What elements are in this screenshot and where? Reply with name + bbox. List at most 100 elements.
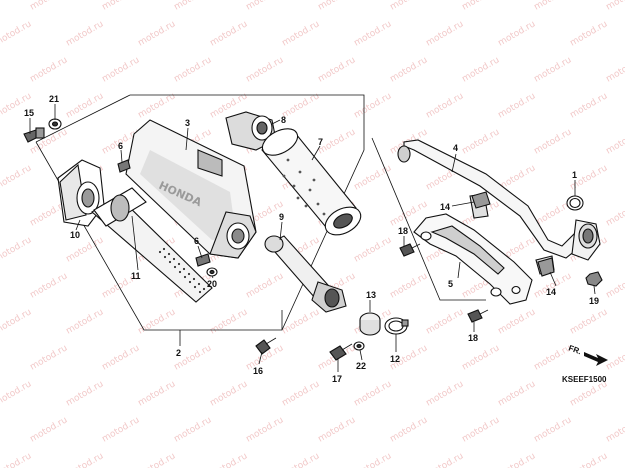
packing-speck <box>282 174 286 178</box>
catalog-code: KSEEF1500 <box>562 375 607 384</box>
watermark-text: motod.ru <box>245 55 286 84</box>
part-18-bolt-lower[interactable] <box>467 309 489 323</box>
part-8-end-cap[interactable] <box>225 111 277 151</box>
watermark-text: motod.ru <box>101 343 142 372</box>
callout-14-lower: 14 <box>546 287 556 297</box>
part-12-clamp-band[interactable] <box>384 317 409 335</box>
watermark-text: motod.ru <box>209 307 250 336</box>
watermark-text: motod.ru <box>353 451 394 468</box>
watermark-text: motod.ru <box>209 451 250 468</box>
muffler-assembly-outline <box>35 94 365 331</box>
watermark-text: motod.ru <box>0 307 33 336</box>
part-7-silencer-packing[interactable] <box>258 123 365 240</box>
perforation-dot <box>193 285 197 289</box>
watermark-text: motod.ru <box>137 379 178 408</box>
watermark-text: motod.ru <box>497 19 538 48</box>
watermark-text: motod.ru <box>461 0 502 13</box>
front-direction-indicator: FR. <box>567 343 608 366</box>
callout-21: 21 <box>49 94 59 104</box>
part-18-bolt-upper[interactable] <box>399 243 421 257</box>
part-10-tail-cap[interactable] <box>57 159 105 227</box>
watermark-text: motod.ru <box>245 415 286 444</box>
part-3-muffler-body[interactable]: HONDA <box>125 119 257 259</box>
watermark-text: motod.ru <box>425 379 466 408</box>
watermark-text: motod.ru <box>605 343 625 372</box>
callout-22: 22 <box>356 361 366 371</box>
callout-18-lower: 18 <box>468 333 478 343</box>
perforation-dot <box>198 290 202 294</box>
watermark-text: motod.ru <box>0 19 33 48</box>
watermark-text: motod.ru <box>29 271 70 300</box>
watermark-text: motod.ru <box>605 271 625 300</box>
part-13-gasket[interactable] <box>359 312 381 336</box>
watermark-text: motod.ru <box>29 415 70 444</box>
packing-speck <box>292 184 296 188</box>
part-15-bolt[interactable] <box>23 127 45 143</box>
watermark-text: motod.ru <box>425 307 466 336</box>
part-6-bolt-lower[interactable] <box>195 253 211 267</box>
watermark-text: motod.ru <box>101 0 142 13</box>
watermark-text: motod.ru <box>605 199 625 228</box>
part-16-bolt[interactable] <box>255 337 277 355</box>
packing-speck <box>312 178 316 182</box>
watermark-text: motod.ru <box>65 307 106 336</box>
watermark-text: motod.ru <box>497 379 538 408</box>
part-9-connecting-pipe[interactable] <box>264 235 347 313</box>
part-21-washer[interactable] <box>48 118 62 130</box>
perforation-dot <box>177 262 181 266</box>
watermark-text: motod.ru <box>569 307 610 336</box>
perforation-dot <box>172 257 176 261</box>
watermark-text: motod.ru <box>353 235 394 264</box>
watermark-text: motod.ru <box>317 0 358 13</box>
packing-speck <box>308 188 312 192</box>
part-14-band-upper[interactable] <box>471 191 491 209</box>
part-20-washer[interactable] <box>206 267 218 277</box>
part-14-band-lower[interactable] <box>537 257 555 277</box>
watermark-text: motod.ru <box>353 91 394 120</box>
part-22-washer[interactable] <box>353 341 365 351</box>
watermark-text: motod.ru <box>425 451 466 468</box>
part-4-exhaust-pipe[interactable] <box>397 139 601 275</box>
callout-13: 13 <box>366 290 376 300</box>
perforation-dot <box>192 277 196 281</box>
perforation-dot <box>163 255 167 259</box>
watermark-text: motod.ru <box>209 19 250 48</box>
part-19-nut[interactable] <box>585 271 603 287</box>
callout-5: 5 <box>448 279 453 289</box>
direction-label: FR. <box>567 343 582 356</box>
watermark-text: motod.ru <box>389 415 430 444</box>
callout-4: 4 <box>453 143 458 153</box>
callout-11: 11 <box>131 271 141 281</box>
watermark-text: motod.ru <box>605 0 625 13</box>
watermark-text: motod.ru <box>245 271 286 300</box>
part-17-bolt[interactable] <box>329 343 353 361</box>
watermark-text: motod.ru <box>461 55 502 84</box>
exhaust-pipe-group-outline <box>371 137 486 301</box>
packing-speck <box>286 158 290 162</box>
watermark-text: motod.ru <box>101 55 142 84</box>
callout-8: 8 <box>281 115 286 125</box>
perforation-dot <box>188 280 192 284</box>
part-6-bolt-upper[interactable] <box>117 159 131 173</box>
packing-speck <box>316 202 320 206</box>
perforation-dots <box>158 247 206 294</box>
watermark-text: motod.ru <box>353 19 394 48</box>
watermark-text: motod.ru <box>137 451 178 468</box>
watermark-text: motod.ru <box>533 55 574 84</box>
watermark-text: motod.ru <box>281 307 322 336</box>
part-1-gasket[interactable] <box>566 195 584 211</box>
callout-19: 19 <box>589 296 599 306</box>
callout-15: 15 <box>24 108 34 118</box>
watermark-text: motod.ru <box>389 0 430 13</box>
watermark-text: motod.ru <box>173 55 214 84</box>
watermark-text: motod.ru <box>65 451 106 468</box>
part-11-inner-pipe[interactable] <box>91 187 213 303</box>
callout-17: 17 <box>332 374 342 384</box>
watermark-text: motod.ru <box>533 0 574 13</box>
watermark-text: motod.ru <box>605 55 625 84</box>
callout-6-upper: 6 <box>118 141 123 151</box>
part-5-exhaust-protector[interactable] <box>413 213 533 305</box>
callout-1: 1 <box>572 170 577 180</box>
callout-14-upper: 14 <box>440 202 450 212</box>
